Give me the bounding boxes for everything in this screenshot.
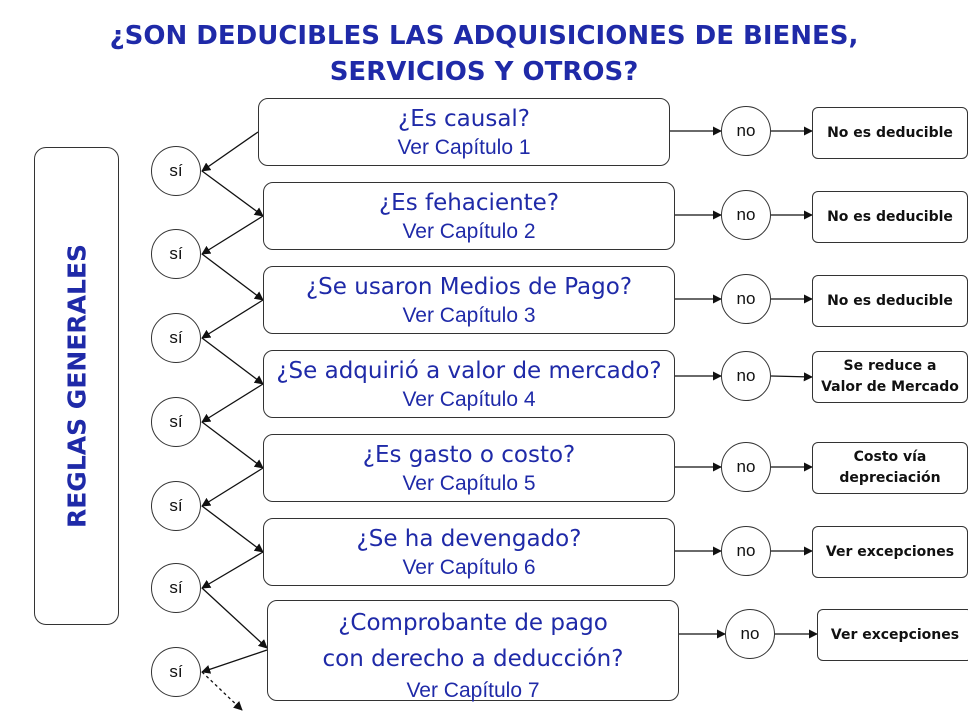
chapter-reference: Ver Capítulo 5	[402, 472, 536, 495]
reglas-generales-panel: REGLAS GENERALES	[34, 147, 119, 625]
result-box-1: No es deducible	[812, 107, 968, 159]
question-text: ¿Es gasto o costo?	[362, 442, 576, 468]
question-text: ¿Es causal?	[397, 106, 531, 132]
chapter-reference: Ver Capítulo 2	[402, 220, 536, 243]
result-box-7: Ver excepciones	[817, 609, 968, 661]
chapter-reference: Ver Capítulo 3	[402, 304, 536, 327]
result-box-4: Se reduce a Valor de Mercado	[812, 351, 968, 403]
question-box-6: ¿Se ha devengado? Ver Capítulo 6	[263, 518, 675, 586]
arrow-question-to-yes-3	[201, 299, 264, 339]
question-box-4: ¿Se adquirió a valor de mercado? Ver Capí…	[263, 350, 675, 418]
question-box-7: ¿Comprobante de pago con derecho a deduc…	[267, 600, 679, 702]
chapter-reference: Ver Capítulo 1	[397, 136, 531, 159]
question-box-1: ¿Es causal? Ver Capítulo 1	[258, 98, 670, 166]
result-box-2: No es deducible	[812, 191, 968, 243]
result-box-6: Ver excepciones	[812, 526, 968, 578]
yes-node-1: sí	[151, 146, 201, 196]
arrow-question-to-yes-5	[201, 467, 264, 507]
yes-node-6: sí	[151, 563, 201, 613]
arrow-yes-continue	[201, 671, 243, 711]
question-text: ¿Se ha devengado?	[356, 526, 582, 552]
question-box-3: ¿Se usaron Medios de Pago? Ver Capítulo 3	[263, 266, 675, 334]
result-box-5: Costo vía depreciación	[812, 442, 968, 494]
question-text: ¿Se adquirió a valor de mercado?	[276, 358, 662, 384]
chapter-reference: Ver Capítulo 4	[402, 388, 536, 411]
arrow-yes-to-next-1	[201, 170, 264, 217]
yes-node-3: sí	[151, 313, 201, 363]
no-node-2: no	[721, 190, 771, 240]
no-node-4: no	[721, 351, 771, 401]
arrow-question-to-yes-1	[201, 131, 259, 172]
question-box-2: ¿Es fehaciente? Ver Capítulo 2	[263, 182, 675, 250]
arrow-yes-to-next-5	[201, 505, 264, 553]
no-node-6: no	[721, 526, 771, 576]
no-node-3: no	[721, 274, 771, 324]
arrow-question-to-yes-4	[201, 383, 264, 423]
result-box-3: No es deducible	[812, 275, 968, 327]
chapter-reference: Ver Capítulo 6	[402, 556, 536, 579]
arrow-yes-to-next-2	[201, 253, 264, 301]
arrow-yes-to-next-4	[201, 421, 264, 469]
question-box-5: ¿Es gasto o costo? Ver Capítulo 5	[263, 434, 675, 502]
arrow-question-to-yes-7	[201, 649, 268, 674]
arrow-no-to-result-4	[770, 372, 813, 382]
no-node-7: no	[725, 609, 775, 659]
question-text: ¿Comprobante de pago con derecho a deduc…	[322, 610, 624, 672]
question-text: ¿Es fehaciente?	[378, 190, 560, 216]
yes-node-2: sí	[151, 229, 201, 279]
no-node-5: no	[721, 442, 771, 492]
yes-node-5: sí	[151, 481, 201, 531]
page-title: ¿SON DEDUCIBLES LAS ADQUISICIONES DE BIE…	[109, 21, 859, 87]
arrow-yes-to-next-6	[201, 587, 268, 649]
sidebar-label: REGLAS GENERALES	[62, 243, 91, 529]
yes-node-4: sí	[151, 397, 201, 447]
yes-node-7: sí	[151, 647, 201, 697]
arrow-question-to-yes-6	[201, 551, 264, 589]
question-text: ¿Se usaron Medios de Pago?	[305, 274, 633, 300]
arrow-yes-to-next-3	[201, 337, 264, 385]
arrow-question-to-yes-2	[201, 215, 264, 255]
no-node-1: no	[721, 106, 771, 156]
chapter-reference: Ver Capítulo 7	[406, 679, 540, 702]
